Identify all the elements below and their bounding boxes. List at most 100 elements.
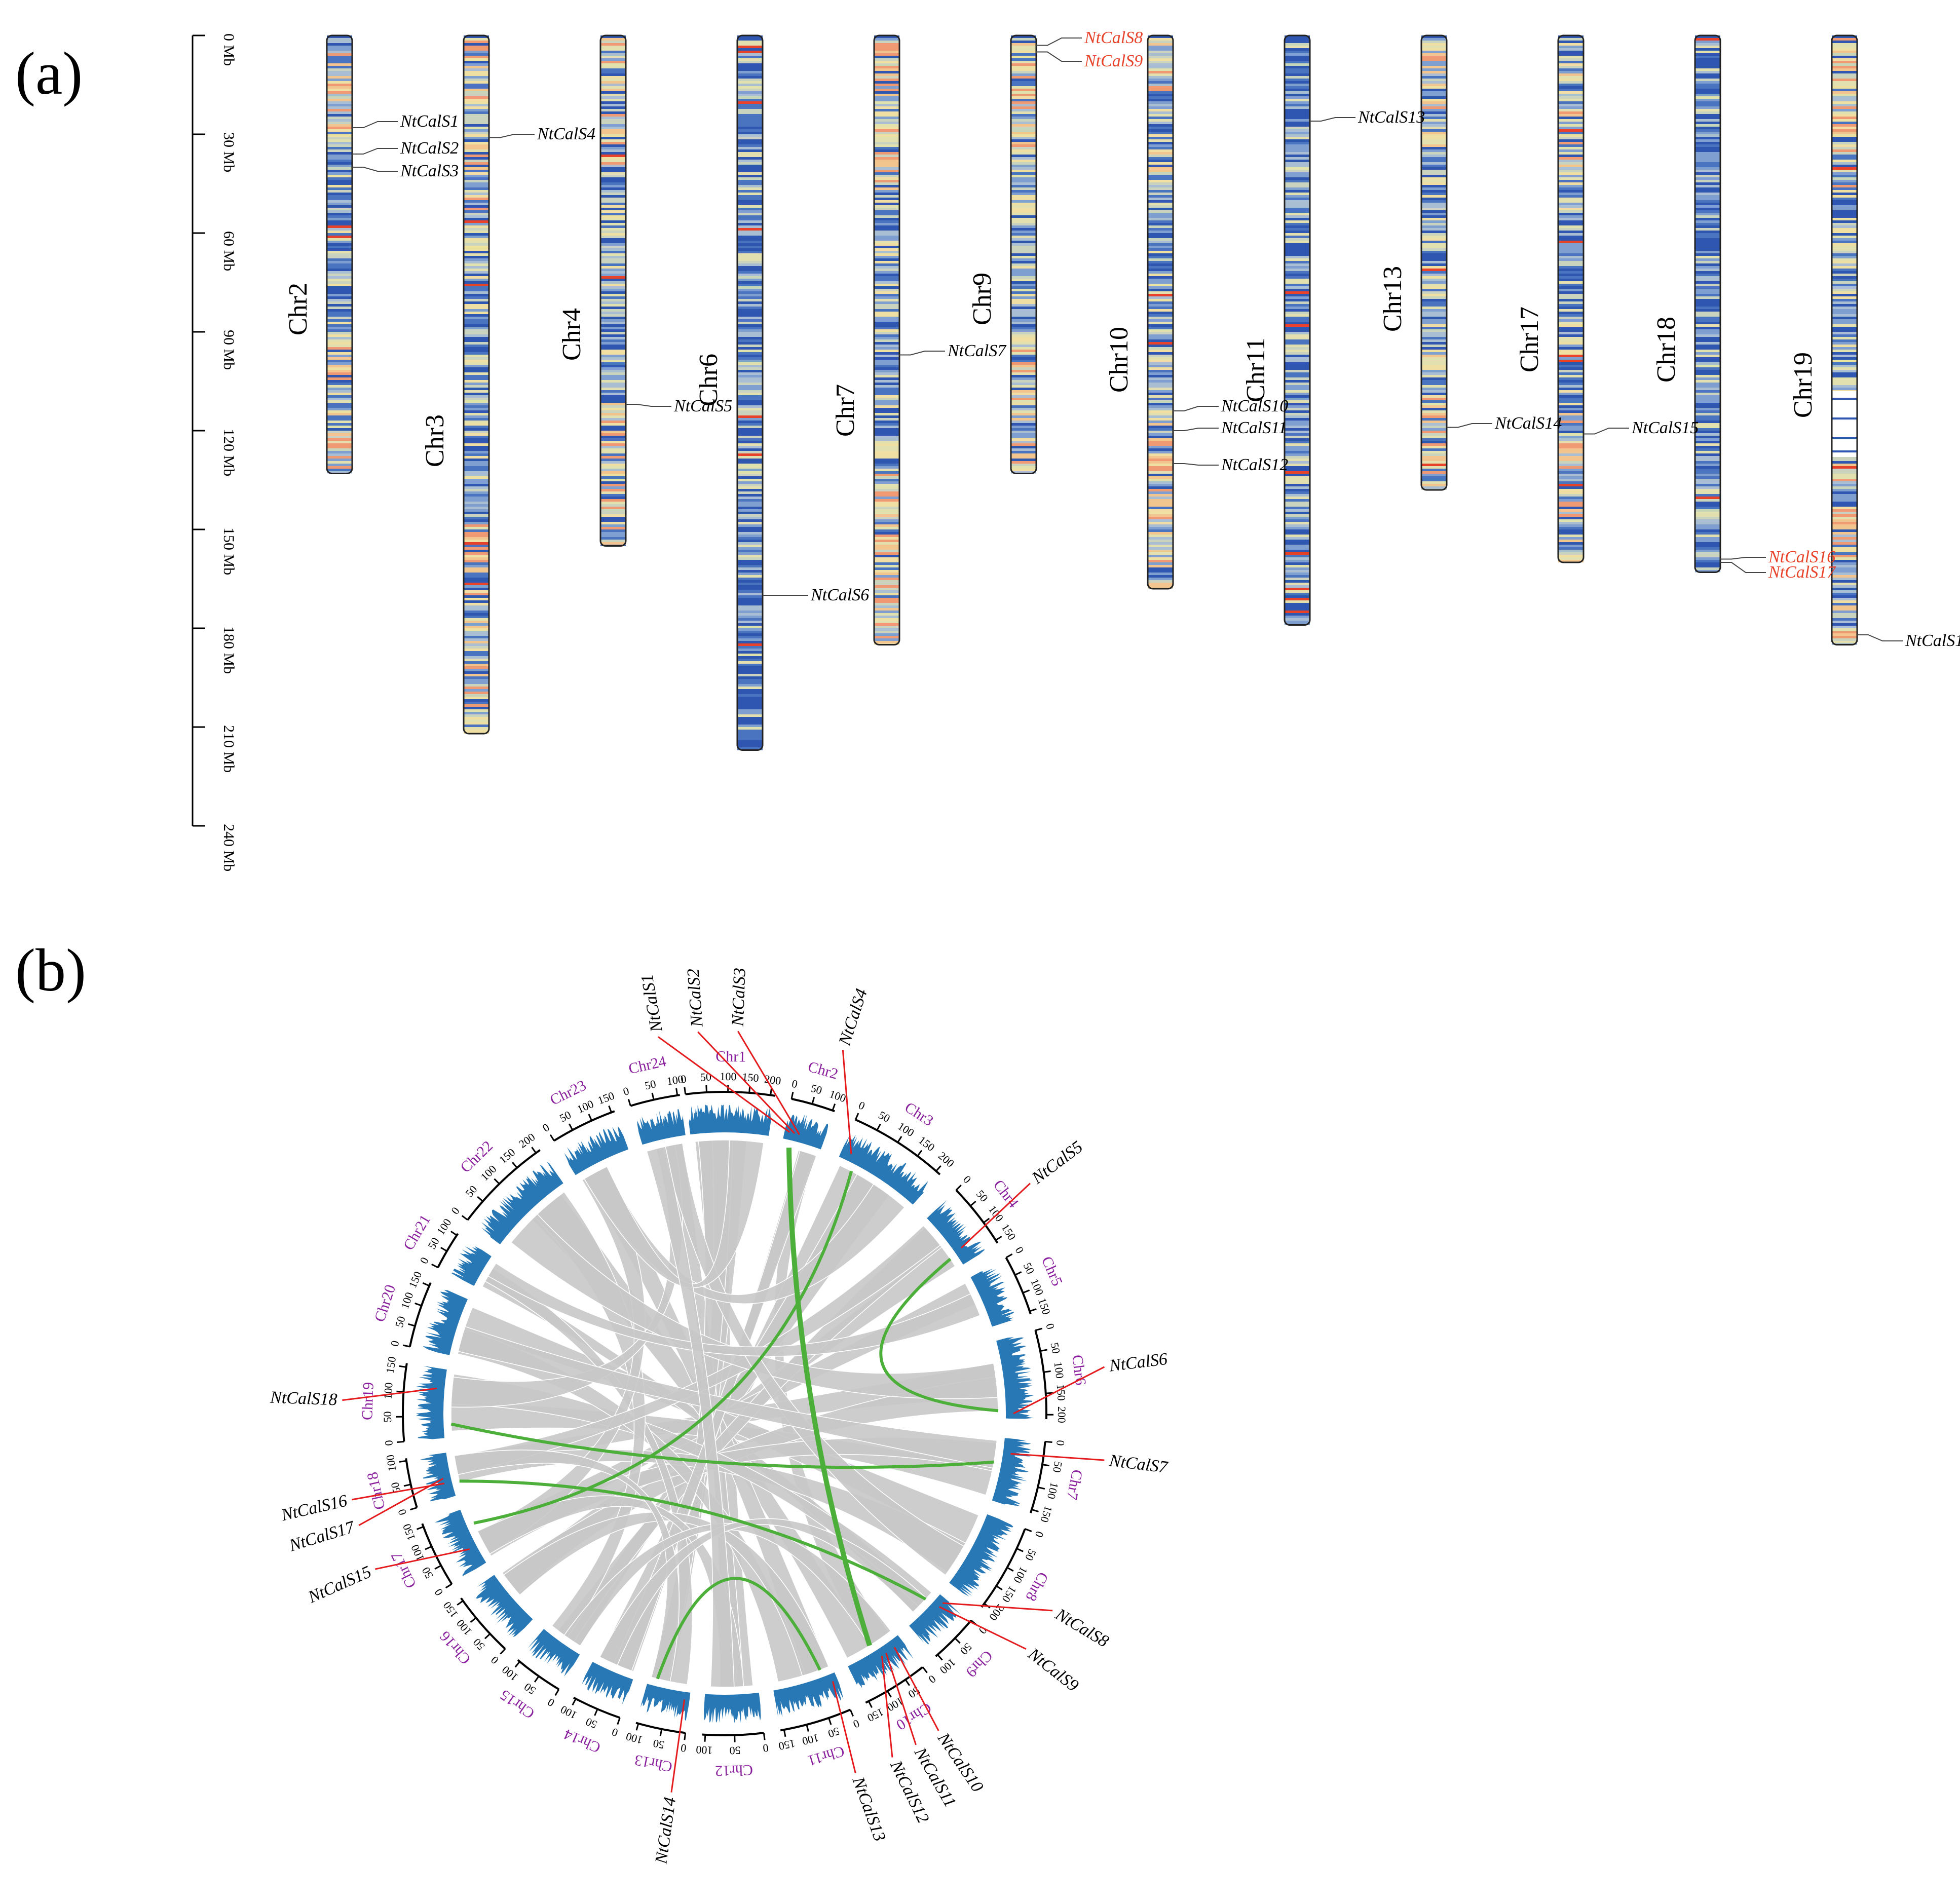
heat-band — [464, 641, 489, 643]
heat-band — [1011, 403, 1036, 405]
heat-band — [1011, 233, 1036, 236]
heat-band — [737, 279, 763, 281]
heat-band — [1148, 111, 1173, 114]
heat-band — [1558, 491, 1584, 494]
heat-band — [1695, 213, 1720, 215]
heat-band — [1558, 127, 1584, 129]
axis-tick-label: 50 — [1050, 1461, 1065, 1474]
heat-band — [737, 203, 763, 205]
heat-band — [874, 423, 899, 426]
heat-band — [1695, 195, 1720, 198]
heat-band — [1832, 68, 1857, 71]
heat-band — [464, 479, 489, 481]
heat-band — [737, 676, 763, 679]
heat-band — [1421, 296, 1447, 299]
heat-band — [1421, 238, 1447, 241]
heat-band — [737, 301, 763, 304]
heat-band — [1421, 81, 1447, 84]
heat-band — [1832, 291, 1857, 294]
heat-band — [1148, 527, 1173, 529]
heat-band — [1421, 383, 1447, 385]
heat-band — [1695, 451, 1720, 453]
heat-band — [1695, 185, 1720, 187]
heat-band — [1421, 289, 1447, 291]
density-baseline — [690, 1129, 769, 1132]
heat-band — [1832, 81, 1857, 84]
heat-band — [1695, 555, 1720, 557]
heat-band — [464, 38, 489, 41]
heat-band — [600, 390, 626, 393]
heat-band — [464, 127, 489, 129]
heat-band — [1695, 66, 1720, 68]
heat-band — [464, 400, 489, 403]
heat-band — [1285, 616, 1310, 618]
heat-band — [327, 276, 352, 279]
heat-band — [1285, 383, 1310, 385]
heat-band — [874, 114, 899, 117]
heat-band — [1695, 286, 1720, 289]
heat-band — [1148, 560, 1173, 562]
heat-band — [1558, 355, 1584, 357]
heat-band — [1285, 436, 1310, 438]
heat-band — [737, 535, 763, 537]
chromosome-name: Chr1 — [715, 1048, 746, 1065]
heat-band — [1832, 175, 1857, 177]
heat-band — [1832, 231, 1857, 233]
heat-band — [1011, 317, 1036, 319]
heat-band — [737, 71, 763, 73]
heat-band — [1832, 512, 1857, 514]
heat-band — [1421, 413, 1447, 415]
heat-band — [1558, 415, 1584, 418]
heat-band — [464, 474, 489, 476]
heat-band — [1558, 91, 1584, 94]
heat-band — [1695, 332, 1720, 334]
heat-band — [874, 555, 899, 557]
heat-band — [327, 99, 352, 101]
heat-band — [327, 339, 352, 342]
heat-band — [1148, 129, 1173, 132]
heat-band — [1832, 248, 1857, 251]
heat-band — [1148, 220, 1173, 223]
heat-band — [1011, 119, 1036, 122]
heat-band — [1148, 431, 1173, 433]
heat-band — [1421, 139, 1447, 142]
heat-band — [1421, 393, 1447, 395]
heat-band — [1285, 390, 1310, 393]
axis-tick-label: 0 — [545, 1696, 556, 1709]
circos-gene-ntcals7: NtCalS7 — [1010, 1451, 1170, 1477]
heat-band — [874, 281, 899, 284]
axis-tick — [936, 1166, 940, 1171]
heat-band — [1011, 281, 1036, 284]
heat-band — [1421, 248, 1447, 251]
heat-band — [1011, 182, 1036, 185]
heat-band — [874, 86, 899, 89]
heat-band — [600, 393, 626, 395]
heat-band — [1285, 89, 1310, 91]
heat-band — [1285, 152, 1310, 155]
heat-band — [1421, 350, 1447, 352]
heat-band — [1011, 132, 1036, 134]
heat-band — [1285, 215, 1310, 218]
heat-band — [737, 497, 763, 499]
heat-band — [1285, 441, 1310, 443]
heat-band — [1285, 193, 1310, 195]
heat-band — [1285, 474, 1310, 476]
heat-band — [1832, 51, 1857, 53]
heat-band — [1148, 471, 1173, 474]
heat-band — [874, 79, 899, 81]
heat-band — [874, 446, 899, 448]
heat-band — [1558, 385, 1584, 388]
heat-band — [1695, 509, 1720, 512]
heat-band — [600, 418, 626, 421]
heat-band — [464, 119, 489, 122]
heat-band — [600, 51, 626, 53]
heat-band — [464, 352, 489, 355]
heat-band — [1011, 187, 1036, 190]
heat-band — [1148, 266, 1173, 269]
heat-band — [874, 215, 899, 218]
heat-band — [1695, 345, 1720, 347]
heat-band — [1421, 299, 1447, 301]
heat-band — [464, 638, 489, 641]
